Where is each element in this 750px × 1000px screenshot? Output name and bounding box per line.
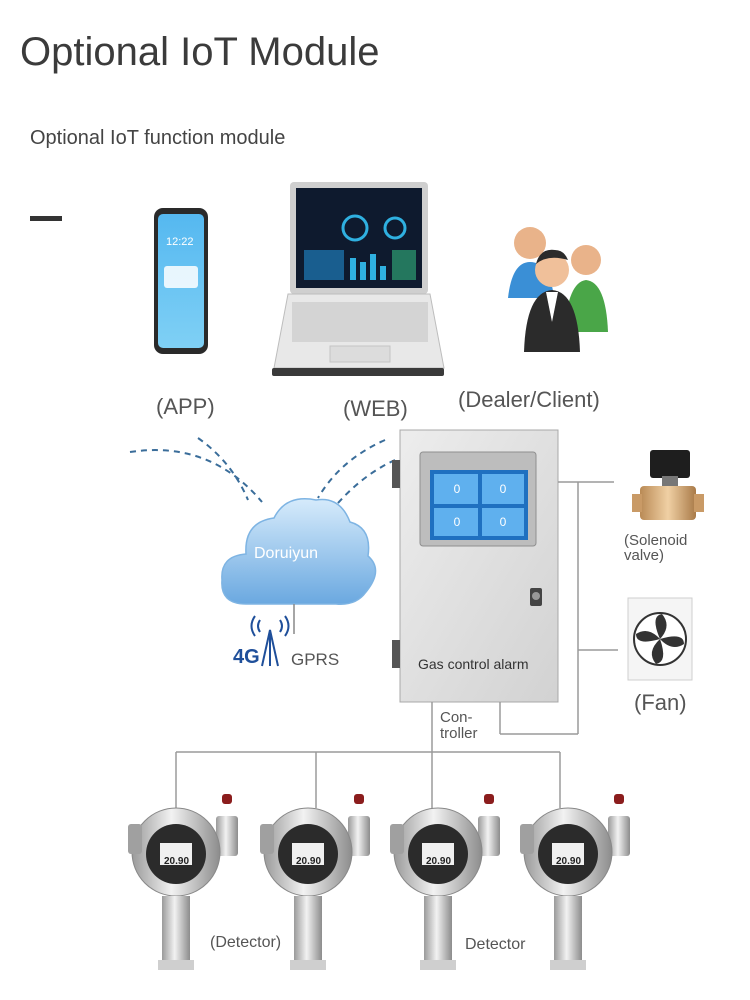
- page-subtitle: Optional IoT function module: [30, 127, 286, 149]
- people-icon: [508, 227, 608, 352]
- network-4g-label: 4G: [233, 646, 260, 668]
- dash-divider: [30, 216, 62, 221]
- wireless-signal-lines: [129, 437, 396, 511]
- antenna-tower-icon: [250, 615, 290, 667]
- fan-label: (Fan): [634, 690, 687, 715]
- detector-reading-1: 20.90: [164, 856, 190, 867]
- panel-cell-1: 0: [453, 482, 461, 496]
- web-label: (WEB): [343, 396, 408, 421]
- gas-control-cabinet: [392, 429, 559, 703]
- solenoid-valve-icon: [632, 450, 704, 520]
- cloud-icon: [221, 498, 377, 605]
- app-label: (APP): [156, 394, 215, 419]
- detector-reading-4: 20.90: [556, 856, 582, 867]
- detector-reading-3: 20.90: [426, 856, 452, 867]
- dealer-client-label: (Dealer/Client): [458, 387, 600, 412]
- solenoid-valve-label: (Solenoid valve): [624, 533, 687, 563]
- phone-time: 12:22: [166, 236, 194, 248]
- page-title: Optional IoT Module: [20, 30, 380, 74]
- exhaust-fan-icon: [627, 597, 693, 681]
- cloud-label: Doruiyun: [254, 545, 319, 562]
- phone-icon: [154, 208, 208, 354]
- detector-reading-2: 20.90: [296, 856, 322, 867]
- detector-label-left: (Detector): [210, 934, 282, 951]
- panel-cell-3: 0: [453, 515, 461, 529]
- panel-cell-2: 0: [499, 482, 507, 496]
- solenoid-label-line1: (Solenoid: [624, 532, 688, 549]
- gas-detector-icon: [520, 794, 630, 970]
- detector-label-right: Detector: [465, 936, 526, 953]
- controller-label-line2: troller: [440, 725, 478, 742]
- gas-detector-icon: [260, 794, 370, 970]
- panel-cell-4: 0: [499, 515, 507, 529]
- controller-label: Con- troller: [440, 710, 478, 742]
- controller-label-line1: Con-: [440, 709, 473, 726]
- gas-detector-icon: [128, 794, 238, 970]
- gas-detector-icon: [390, 794, 500, 970]
- gprs-label: GPRS: [291, 650, 340, 669]
- control-wires: [175, 481, 618, 808]
- gas-control-alarm-label: Gas control alarm: [418, 656, 529, 672]
- laptop-icon: [272, 182, 445, 376]
- solenoid-label-line2: valve): [624, 547, 665, 564]
